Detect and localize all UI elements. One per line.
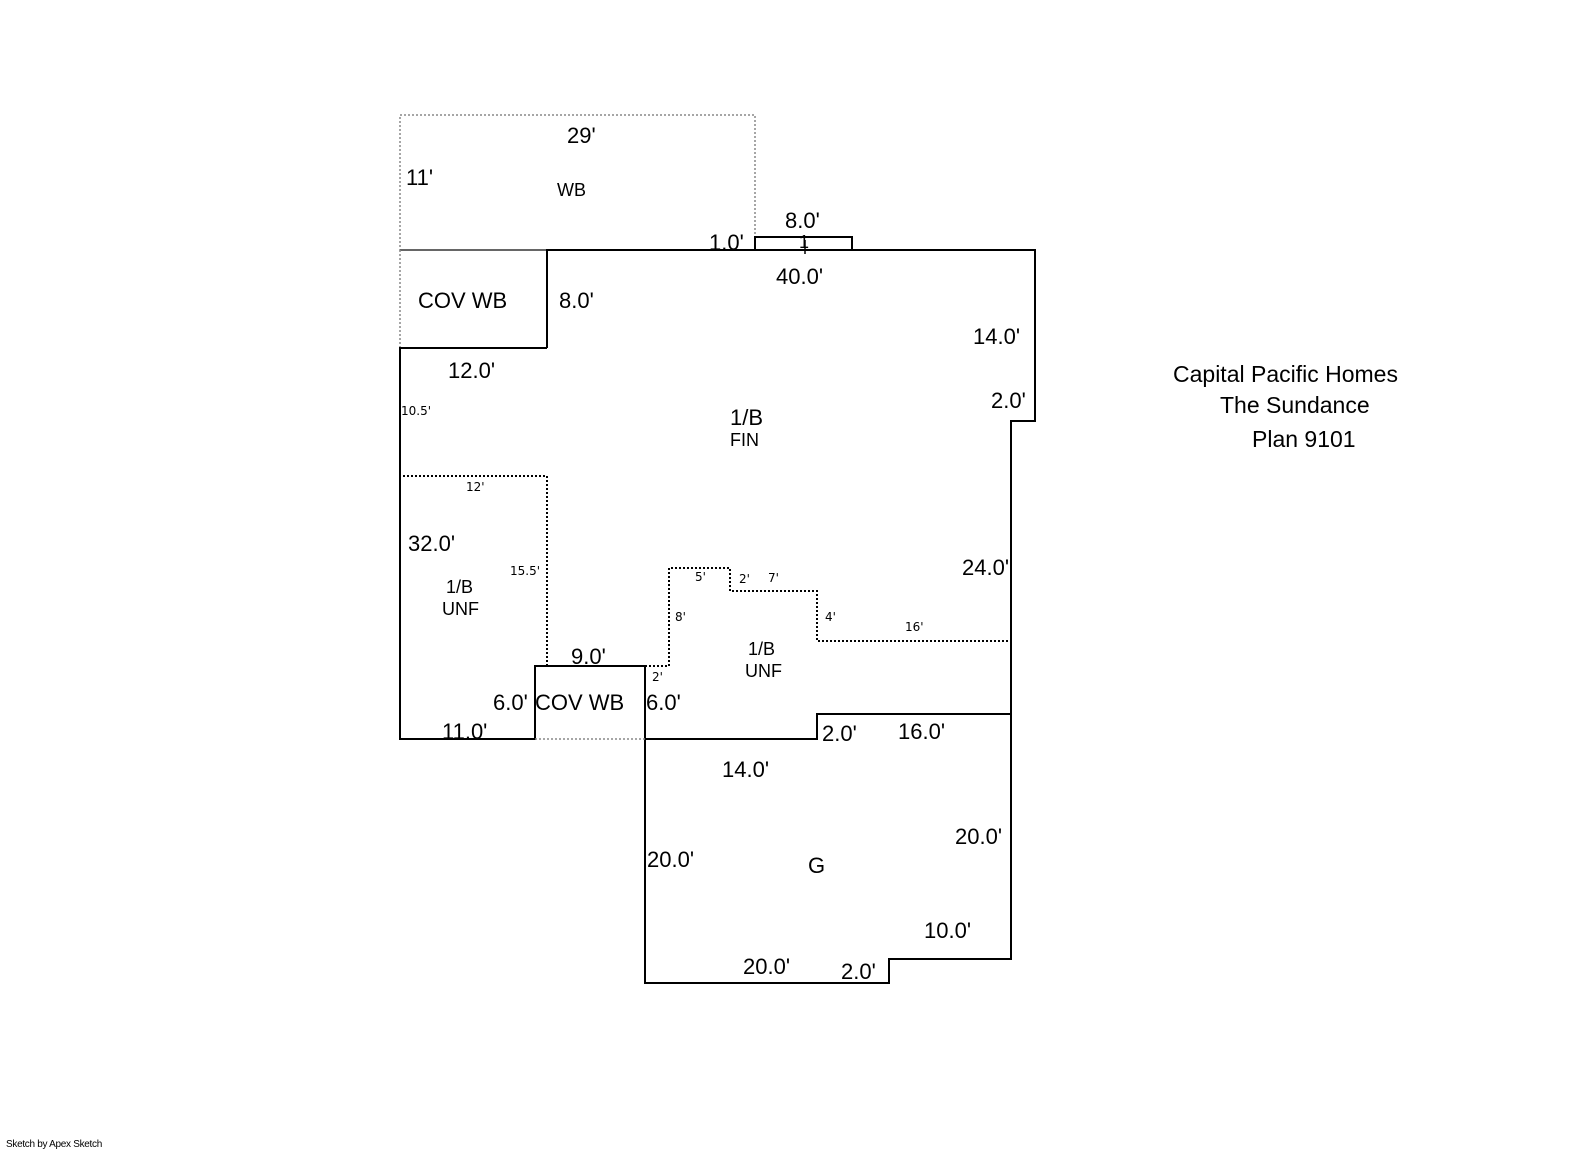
- label-fin-1: 1/B: [730, 405, 764, 430]
- dim-step-4: 4': [825, 610, 836, 624]
- dim-main-top: 40.0': [776, 264, 824, 289]
- dim-step-8: 8': [675, 610, 686, 624]
- dim-bottom-left: 11.0': [442, 719, 488, 744]
- unf-left-outline: [403, 475, 548, 666]
- dim-bump-width: 8.0': [785, 208, 820, 233]
- wb-area-outline: [399, 114, 756, 251]
- footer-credit: Sketch by Apex Sketch: [6, 1139, 102, 1150]
- dim-right-lower: 24.0': [962, 555, 1010, 580]
- label-cov-wb-bottom: COV WB: [535, 690, 625, 715]
- dim-step-2: 2': [739, 572, 750, 586]
- dim-right-jog: 2.0': [991, 388, 1026, 413]
- label-unf-left-1: 1/B: [446, 577, 474, 597]
- dim-step-7: 7': [768, 571, 779, 585]
- dim-garage-left: 20.0': [647, 847, 695, 872]
- dim-step-2b: 2': [652, 670, 663, 684]
- dim-left-side: 32.0': [408, 531, 456, 556]
- dim-garage-bottom: 20.0': [743, 954, 791, 979]
- dim-garage-jog-bottom: 2.0': [841, 959, 876, 984]
- dim-cov-bottom-left: 6.0': [493, 690, 528, 715]
- dim-garage-jog-top: 2.0': [822, 721, 857, 746]
- dim-cov-top-side: 8.0': [559, 288, 594, 313]
- dim-step-5: 5': [695, 570, 706, 584]
- title-model: The Sundance: [1220, 392, 1370, 418]
- label-unf-center-2: UNF: [745, 661, 782, 681]
- dim-garage-right: 20.0': [955, 824, 1003, 849]
- title-plan: Plan 9101: [1252, 426, 1356, 452]
- dim-right-upper: 14.0': [973, 324, 1021, 349]
- bump-outline: [754, 236, 853, 251]
- dim-garage-jog-right: 10.0': [924, 918, 972, 943]
- dim-cov-top-bottom: 12.0': [448, 358, 496, 383]
- label-unf-left-2: UNF: [442, 599, 479, 619]
- label-cov-wb-top: COV WB: [418, 288, 508, 313]
- dim-bump-depth: 1: [799, 232, 810, 252]
- label-wb: WB: [557, 180, 586, 200]
- dim-garage-inner-top: 14.0': [722, 757, 770, 782]
- label-unf-center-1: 1/B: [748, 639, 776, 659]
- dim-left-small: 10.5': [401, 404, 432, 418]
- dim-bump-offset: 1.0': [709, 230, 744, 255]
- dim-garage-top: 16.0': [898, 719, 946, 744]
- label-garage: G: [808, 853, 826, 878]
- dim-cov-bottom-top: 9.0': [571, 644, 606, 669]
- dim-unf-top: 12': [466, 480, 485, 494]
- dim-unf-side: 15.5': [510, 564, 541, 578]
- dim-step-16: 16': [905, 620, 924, 634]
- label-fin-2: FIN: [730, 430, 759, 450]
- unf-center-outline: [645, 567, 1008, 667]
- title-company: Capital Pacific Homes: [1173, 361, 1398, 387]
- dim-wb-side: 11': [406, 165, 434, 190]
- dim-cov-bottom-right: 6.0': [646, 690, 681, 715]
- dim-wb-top: 29': [567, 123, 596, 148]
- main-outline: [546, 249, 1036, 984]
